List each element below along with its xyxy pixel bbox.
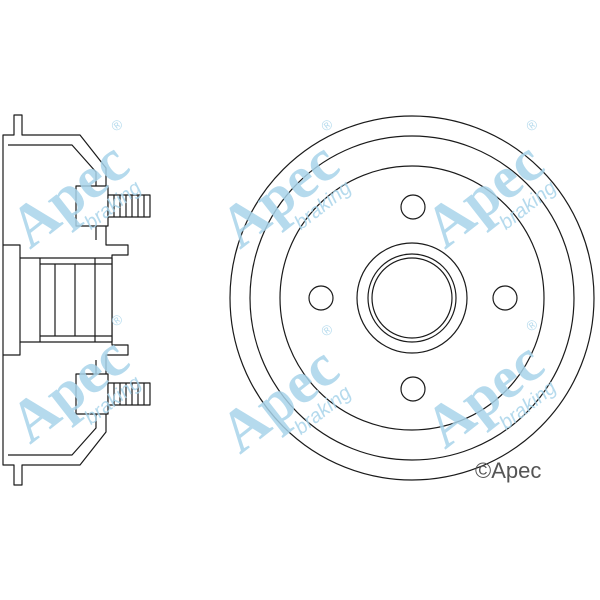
front-view (229, 115, 595, 481)
wheel-stud-lower (75, 373, 151, 415)
watermark-top-right: Apec braking ® (412, 115, 560, 260)
stud-hole-left (308, 285, 334, 311)
hub-bore-section (19, 257, 113, 343)
wheel-stud-upper (75, 185, 151, 227)
hub-bore-outer (367, 253, 457, 343)
watermark-registered: ® (523, 115, 542, 134)
hub-outer (356, 242, 468, 354)
watermark-bottom-right: Apec braking ® (412, 315, 560, 460)
stud-shank (75, 373, 109, 415)
hub-flange (3, 244, 21, 356)
drum-outer-rim (229, 115, 595, 481)
stud-thread (107, 194, 151, 218)
watermark-registered: ® (318, 320, 337, 339)
stud-hole-bottom (400, 376, 426, 402)
stud-thread (107, 382, 151, 406)
stud-hole-right (492, 285, 518, 311)
drum-face (279, 165, 545, 431)
stud-hole-top (400, 194, 426, 220)
copyright-notice: ©Apec (475, 458, 541, 483)
watermark-bottom-center: Apec braking ® (207, 320, 355, 465)
watermark-top-center: Apec braking ® (207, 115, 355, 260)
stud-thread-lines (113, 195, 145, 217)
hub-bore-steps (39, 258, 112, 342)
watermark-registered: ® (108, 115, 127, 134)
stud-shank (75, 185, 109, 227)
drum-inner-rim (249, 135, 575, 461)
side-section-view (2, 114, 151, 486)
watermark-registered: ® (523, 315, 542, 334)
stud-thread-lines (113, 383, 145, 405)
hub-bore-inner (371, 257, 453, 339)
watermark-registered: ® (318, 115, 337, 134)
